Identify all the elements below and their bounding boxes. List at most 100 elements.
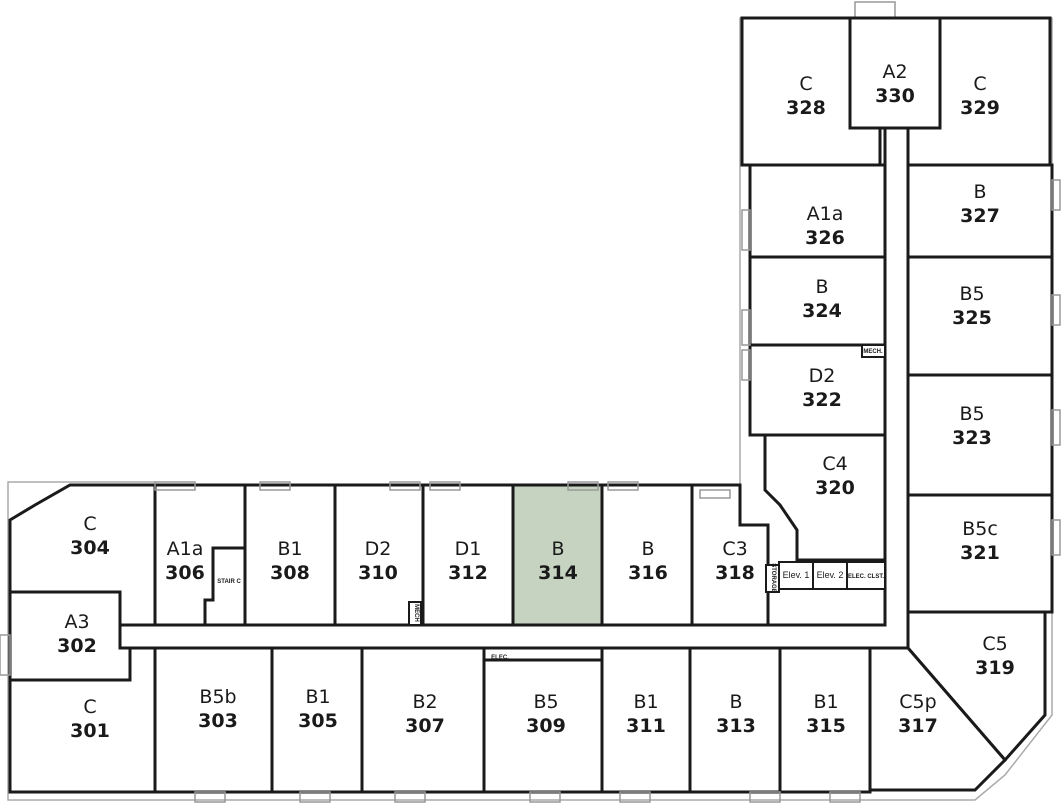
unit-type-label: D1 — [455, 538, 482, 560]
unit-number-label: 322 — [802, 389, 842, 411]
unit-type-label: A1a — [167, 538, 204, 560]
elec-clst-shape — [846, 561, 886, 590]
elevator-2: Elev. 2 — [812, 561, 848, 590]
unit-type-label: C5p — [899, 691, 936, 713]
unit-number-label: 311 — [626, 715, 666, 737]
unit-type-label: B — [551, 538, 564, 560]
elevator-1: Elev. 1 — [778, 561, 814, 590]
balcony — [829, 791, 861, 803]
unit-number-label: 318 — [715, 562, 755, 584]
unit-number-label: 330 — [875, 85, 915, 107]
unit-type-label: B5b — [199, 686, 236, 708]
unit-number-label: 314 — [538, 562, 578, 584]
unit-shape[interactable] — [690, 483, 770, 627]
balcony — [1051, 409, 1061, 446]
unit-type-label: B — [973, 181, 986, 203]
unit-type-label: A1a — [807, 203, 844, 225]
unit-type-label: B1 — [277, 538, 302, 560]
unit-type-label: B5c — [962, 518, 998, 540]
elevator-2-label: Elev. 2 — [817, 570, 844, 580]
unit-shape[interactable] — [763, 433, 887, 562]
unit-type-label: C — [799, 73, 812, 95]
storage-label: STORAGE — [770, 563, 776, 593]
balcony — [259, 481, 291, 491]
balcony — [529, 791, 561, 803]
mech-closet-2-label: MECH. — [863, 349, 883, 355]
balcony — [0, 634, 11, 676]
unit-number-label: 319 — [975, 657, 1015, 679]
mech-closet-2-shape — [861, 344, 886, 358]
unit-shape[interactable] — [778, 646, 872, 794]
balcony — [741, 209, 751, 251]
unit-type-label: C — [83, 696, 96, 718]
mech-closet: MECH — [408, 601, 422, 626]
unit-type-label: A2 — [882, 61, 907, 83]
unit-type-label: A3 — [64, 611, 89, 633]
balcony — [741, 309, 751, 346]
units: C328A2330C329A1a326B327B324B5325D2322B53… — [8, 16, 1054, 794]
balcony — [607, 481, 639, 491]
unit-shape[interactable] — [906, 493, 1054, 614]
balcony — [299, 791, 331, 803]
balcony — [1051, 294, 1061, 326]
unit-type-label: B — [641, 538, 654, 560]
unit-number-label: 325 — [952, 307, 992, 329]
unit-number-label: 317 — [898, 715, 938, 737]
unit-type-label: B1 — [633, 691, 658, 713]
unit-type-label: C5 — [982, 633, 1007, 655]
unit-type-label: B — [815, 276, 828, 298]
unit-number-label: 324 — [802, 300, 842, 322]
elevator-2-shape — [812, 561, 848, 590]
unit-number-label: 313 — [716, 715, 756, 737]
unit-shape[interactable] — [906, 610, 1047, 763]
unit-number-label: 321 — [960, 542, 1000, 564]
unit-number-label: 329 — [960, 97, 1000, 119]
unit-number-label: 306 — [165, 562, 205, 584]
balcony — [1051, 519, 1061, 556]
balcony — [154, 481, 196, 491]
unit-type-label: C3 — [722, 538, 747, 560]
balcony — [749, 791, 781, 803]
unit-type-label: D2 — [809, 365, 836, 387]
unit-type-label: B1 — [305, 686, 330, 708]
unit-type-label: B5 — [959, 403, 984, 425]
unit-number-label: 323 — [952, 427, 992, 449]
unit-type-label: B2 — [412, 691, 437, 713]
stair-c-label: STAIR C — [217, 579, 241, 585]
unit-shape[interactable] — [868, 646, 1008, 792]
unit-number-label: 327 — [960, 205, 1000, 227]
unit-number-label: 309 — [526, 715, 566, 737]
unit-type-label: C — [83, 513, 96, 535]
balcony — [741, 349, 751, 381]
unit-type-label: D2 — [365, 538, 392, 560]
balcony — [394, 791, 426, 803]
